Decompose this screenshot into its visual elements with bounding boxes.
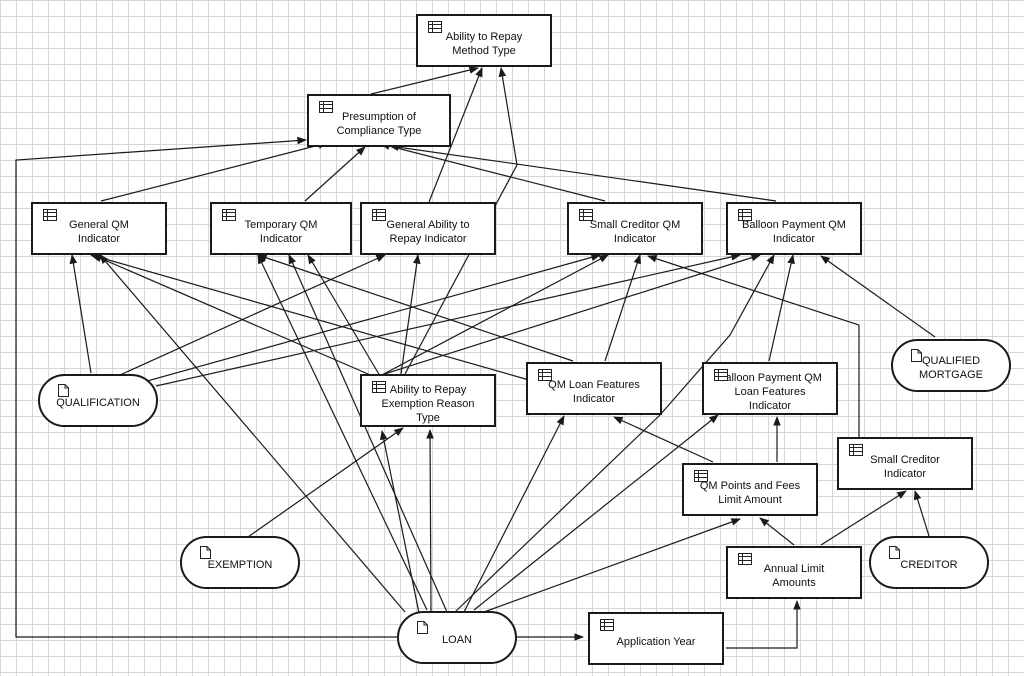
connector-line [400, 254, 421, 375]
document-icon [200, 546, 211, 563]
node-qualified-mortgage[interactable]: QUALIFIED MORTGAGE [891, 339, 1011, 392]
table-icon [428, 21, 442, 37]
table-icon [714, 369, 728, 385]
connector-line [307, 254, 381, 377]
connector-line [428, 67, 483, 203]
connector-line [473, 414, 719, 611]
connector-line [15, 202, 397, 638]
document-icon [889, 546, 900, 563]
connector-line [370, 66, 479, 95]
connector-line [304, 146, 366, 202]
node-temporary-qm-indicator[interactable]: Temporary QM Indicator [210, 202, 352, 255]
connector-line [604, 254, 641, 362]
connector-line [69, 254, 92, 374]
node-label: CREDITOR [900, 558, 958, 571]
connector-line [404, 67, 518, 375]
table-icon [538, 369, 552, 385]
table-icon [600, 619, 614, 635]
connector-line [389, 143, 777, 202]
connector-line [247, 427, 404, 538]
connector-line [257, 254, 428, 611]
node-label: Temporary QM Indicator [244, 218, 318, 245]
node-label: Ability to Repay Method Type [445, 30, 523, 57]
node-application-year[interactable]: Application Year [588, 612, 724, 665]
connector-line [454, 254, 775, 613]
table-icon [372, 381, 386, 397]
node-small-creditor-indicator[interactable]: Small Creditor Indicator [837, 437, 973, 490]
connector-line [768, 254, 795, 362]
node-label: QUALIFICATION [56, 396, 140, 409]
node-label: Ability to Repay Exemption Reason Type [381, 383, 475, 424]
node-balloon-payment-qm-indicator[interactable]: Balloon Payment QM Indicator [726, 202, 862, 255]
node-label: QM Loan Features Indicator [548, 378, 640, 405]
node-creditor[interactable]: CREDITOR [869, 536, 989, 589]
connector-line [759, 517, 795, 546]
connector-line [92, 254, 376, 378]
connector-line [379, 430, 420, 614]
node-small-creditor-qm-indicator[interactable]: Small Creditor QM Indicator [567, 202, 703, 255]
connector-line [90, 253, 530, 381]
node-qm-points-and-fees-limit-amount[interactable]: QM Points and Fees Limit Amount [682, 463, 818, 516]
node-loan[interactable]: LOAN [397, 611, 517, 664]
node-qualification[interactable]: QUALIFICATION [38, 374, 158, 427]
node-label: Small Creditor QM Indicator [589, 218, 681, 245]
connector-line [483, 518, 741, 613]
connector-line [726, 600, 801, 649]
node-label: General QM Indicator [69, 218, 129, 245]
node-exemption[interactable]: EXEMPTION [180, 536, 300, 589]
node-label: Small Creditor Indicator [870, 453, 940, 480]
table-icon [738, 553, 752, 569]
table-icon [319, 101, 333, 117]
node-qm-loan-features-indicator[interactable]: QM Loan Features Indicator [526, 362, 662, 415]
node-label: Balloon Payment QM Indicator [742, 218, 846, 245]
connector-line [613, 416, 714, 463]
node-ability-to-repay-method-type[interactable]: Ability to Repay Method Type [416, 14, 552, 67]
connector-line [139, 253, 601, 384]
table-icon [372, 209, 386, 225]
connector-line [119, 254, 386, 376]
connector-line [155, 253, 741, 387]
node-label: LOAN [442, 633, 472, 646]
document-icon [417, 621, 428, 638]
connector-line [913, 490, 930, 537]
node-label: Application Year [616, 635, 696, 648]
table-icon [43, 209, 57, 225]
node-presumption-of-compliance-type[interactable]: Presumption of Compliance Type [307, 94, 451, 147]
node-ability-to-repay-exemption-reason-type[interactable]: Ability to Repay Exemption Reason Type [360, 374, 496, 427]
table-icon [222, 209, 236, 225]
node-annual-limit-amounts[interactable]: Annual Limit Amounts [726, 546, 862, 599]
connector-line [820, 255, 936, 338]
connector-line [379, 254, 609, 377]
connector-line [647, 255, 860, 437]
node-general-qm-indicator[interactable]: General QM Indicator [31, 202, 167, 255]
document-icon [58, 384, 69, 401]
table-icon [579, 209, 593, 225]
document-icon [911, 349, 922, 366]
connector-line [380, 142, 606, 202]
connector-line [15, 136, 307, 202]
connector-line [100, 141, 328, 202]
node-label: EXEMPTION [207, 558, 273, 571]
node-balloon-payment-qm-loan-features-indicator[interactable]: Balloon Payment QM Loan Features Indicat… [702, 362, 838, 415]
connector-line [374, 253, 761, 378]
node-label: Annual Limit Amounts [763, 562, 825, 589]
connector-line [426, 429, 434, 613]
connector-line [288, 254, 448, 613]
table-icon [738, 209, 752, 225]
table-icon [694, 470, 708, 486]
node-label: QM Points and Fees Limit Amount [699, 479, 801, 506]
connector-line [820, 490, 907, 546]
table-icon [849, 444, 863, 460]
connector-line [463, 415, 565, 613]
node-general-ability-to-repay-indicator[interactable]: General Ability to Repay Indicator [360, 202, 496, 255]
node-label: General Ability to Repay Indicator [386, 218, 470, 245]
node-label: QUALIFIED MORTGAGE [919, 354, 983, 381]
node-label: Balloon Payment QM Loan Features Indicat… [718, 371, 822, 412]
connector-line [99, 254, 406, 613]
node-label: Presumption of Compliance Type [336, 110, 422, 137]
connector-line [257, 254, 574, 362]
